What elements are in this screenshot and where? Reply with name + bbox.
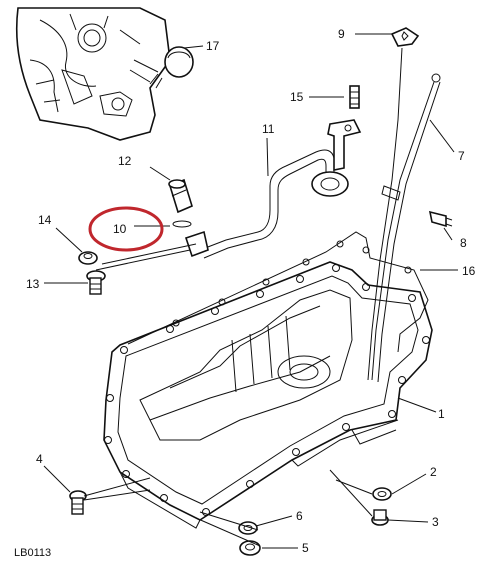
dipstick bbox=[367, 27, 420, 381]
pickup-strainer-12 bbox=[168, 178, 193, 214]
callout-2: 2 bbox=[430, 465, 437, 479]
drain-plug-3 bbox=[371, 509, 389, 526]
oil-filler-cap-17 bbox=[164, 46, 194, 78]
nut-14 bbox=[78, 251, 98, 265]
callout-labels: 17 9 15 11 7 12 10 14 8 16 13 1 4 2 6 3 … bbox=[26, 27, 476, 555]
callout-7: 7 bbox=[458, 149, 465, 163]
engine-block-inset bbox=[15, 7, 194, 141]
washer-6 bbox=[238, 521, 258, 535]
callout-4: 4 bbox=[36, 452, 43, 466]
callout-15: 15 bbox=[290, 90, 304, 104]
callout-16: 16 bbox=[462, 264, 476, 278]
callout-17: 17 bbox=[206, 39, 220, 53]
nut-5 bbox=[239, 540, 261, 556]
leader-lines bbox=[43, 33, 458, 549]
callout-11: 11 bbox=[262, 122, 275, 136]
flange-bolt-holes bbox=[104, 264, 430, 516]
highlight-circle-10 bbox=[88, 206, 164, 252]
oil-pan bbox=[103, 261, 433, 529]
callout-6: 6 bbox=[296, 509, 303, 523]
callout-10: 10 bbox=[113, 222, 127, 236]
oil-pan-gasket bbox=[127, 231, 429, 353]
stud-15 bbox=[349, 85, 360, 109]
callout-12: 12 bbox=[118, 154, 132, 168]
callout-1: 1 bbox=[438, 407, 445, 421]
callout-3: 3 bbox=[432, 515, 439, 529]
bolt-4 bbox=[69, 490, 87, 515]
callout-8: 8 bbox=[460, 236, 467, 250]
washer-2 bbox=[372, 487, 392, 501]
dipstick-tube bbox=[371, 73, 441, 383]
callout-9: 9 bbox=[338, 27, 345, 41]
o-ring-10 bbox=[172, 220, 192, 228]
callout-14: 14 bbox=[38, 213, 52, 227]
reference-code: LB0113 bbox=[14, 547, 51, 559]
callout-5: 5 bbox=[302, 541, 309, 555]
clip-8 bbox=[428, 210, 453, 228]
oil-pickup-pipe bbox=[184, 119, 362, 259]
bolt-13 bbox=[86, 270, 106, 295]
callout-13: 13 bbox=[26, 277, 40, 291]
